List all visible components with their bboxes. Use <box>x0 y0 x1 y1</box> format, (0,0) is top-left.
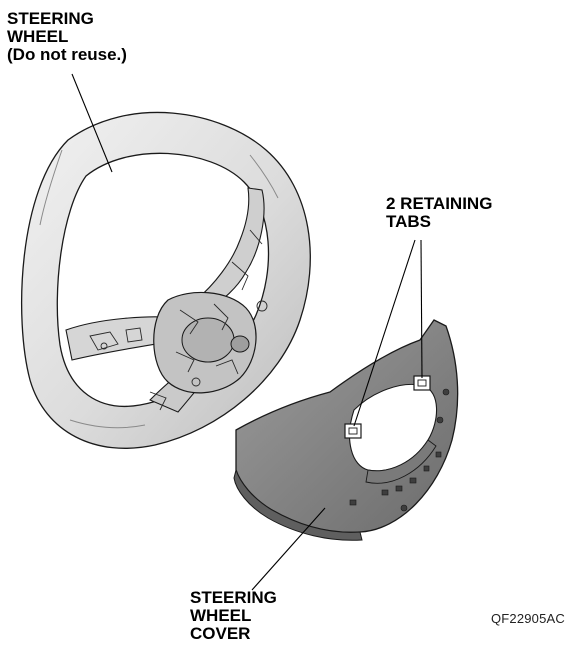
retaining-tabs-label: 2 RETAINING TABS <box>386 195 492 231</box>
hub-center <box>231 336 249 352</box>
label-line: TABS <box>386 213 492 231</box>
label-line: WHEEL <box>190 607 277 625</box>
label-line: STEERING <box>190 589 277 607</box>
retaining-tab-icon <box>414 376 430 390</box>
steering-wheel-cover-label: STEERING WHEEL COVER <box>190 589 277 643</box>
steering-wheel <box>22 112 311 448</box>
label-line: COVER <box>190 625 277 643</box>
hub-boss <box>182 318 234 362</box>
retaining-tab-icon <box>345 424 361 438</box>
label-line: WHEEL <box>7 28 127 46</box>
steering-wheel-label: STEERING WHEEL (Do not reuse.) <box>7 10 127 64</box>
label-line: (Do not reuse.) <box>7 46 127 64</box>
figure-code: QF22905AC <box>491 611 565 626</box>
label-line: STEERING <box>7 10 127 28</box>
label-line: 2 RETAINING <box>386 195 492 213</box>
